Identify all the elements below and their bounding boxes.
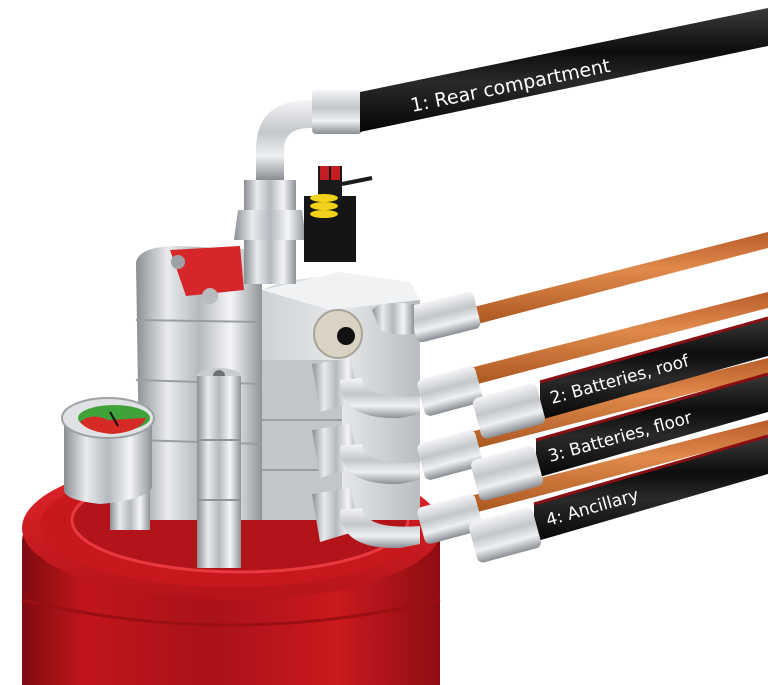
- electrical-connector: [304, 166, 373, 262]
- orange-cables: [470, 232, 768, 514]
- hose-1: 1: Rear compartment: [360, 8, 768, 132]
- outlet-fittings: [312, 291, 545, 563]
- rear-outlet-fitting: [234, 90, 362, 284]
- check-valve: [197, 368, 241, 568]
- pressure-gauge: [61, 397, 155, 530]
- hose-4: 4: Ancillary: [533, 434, 768, 542]
